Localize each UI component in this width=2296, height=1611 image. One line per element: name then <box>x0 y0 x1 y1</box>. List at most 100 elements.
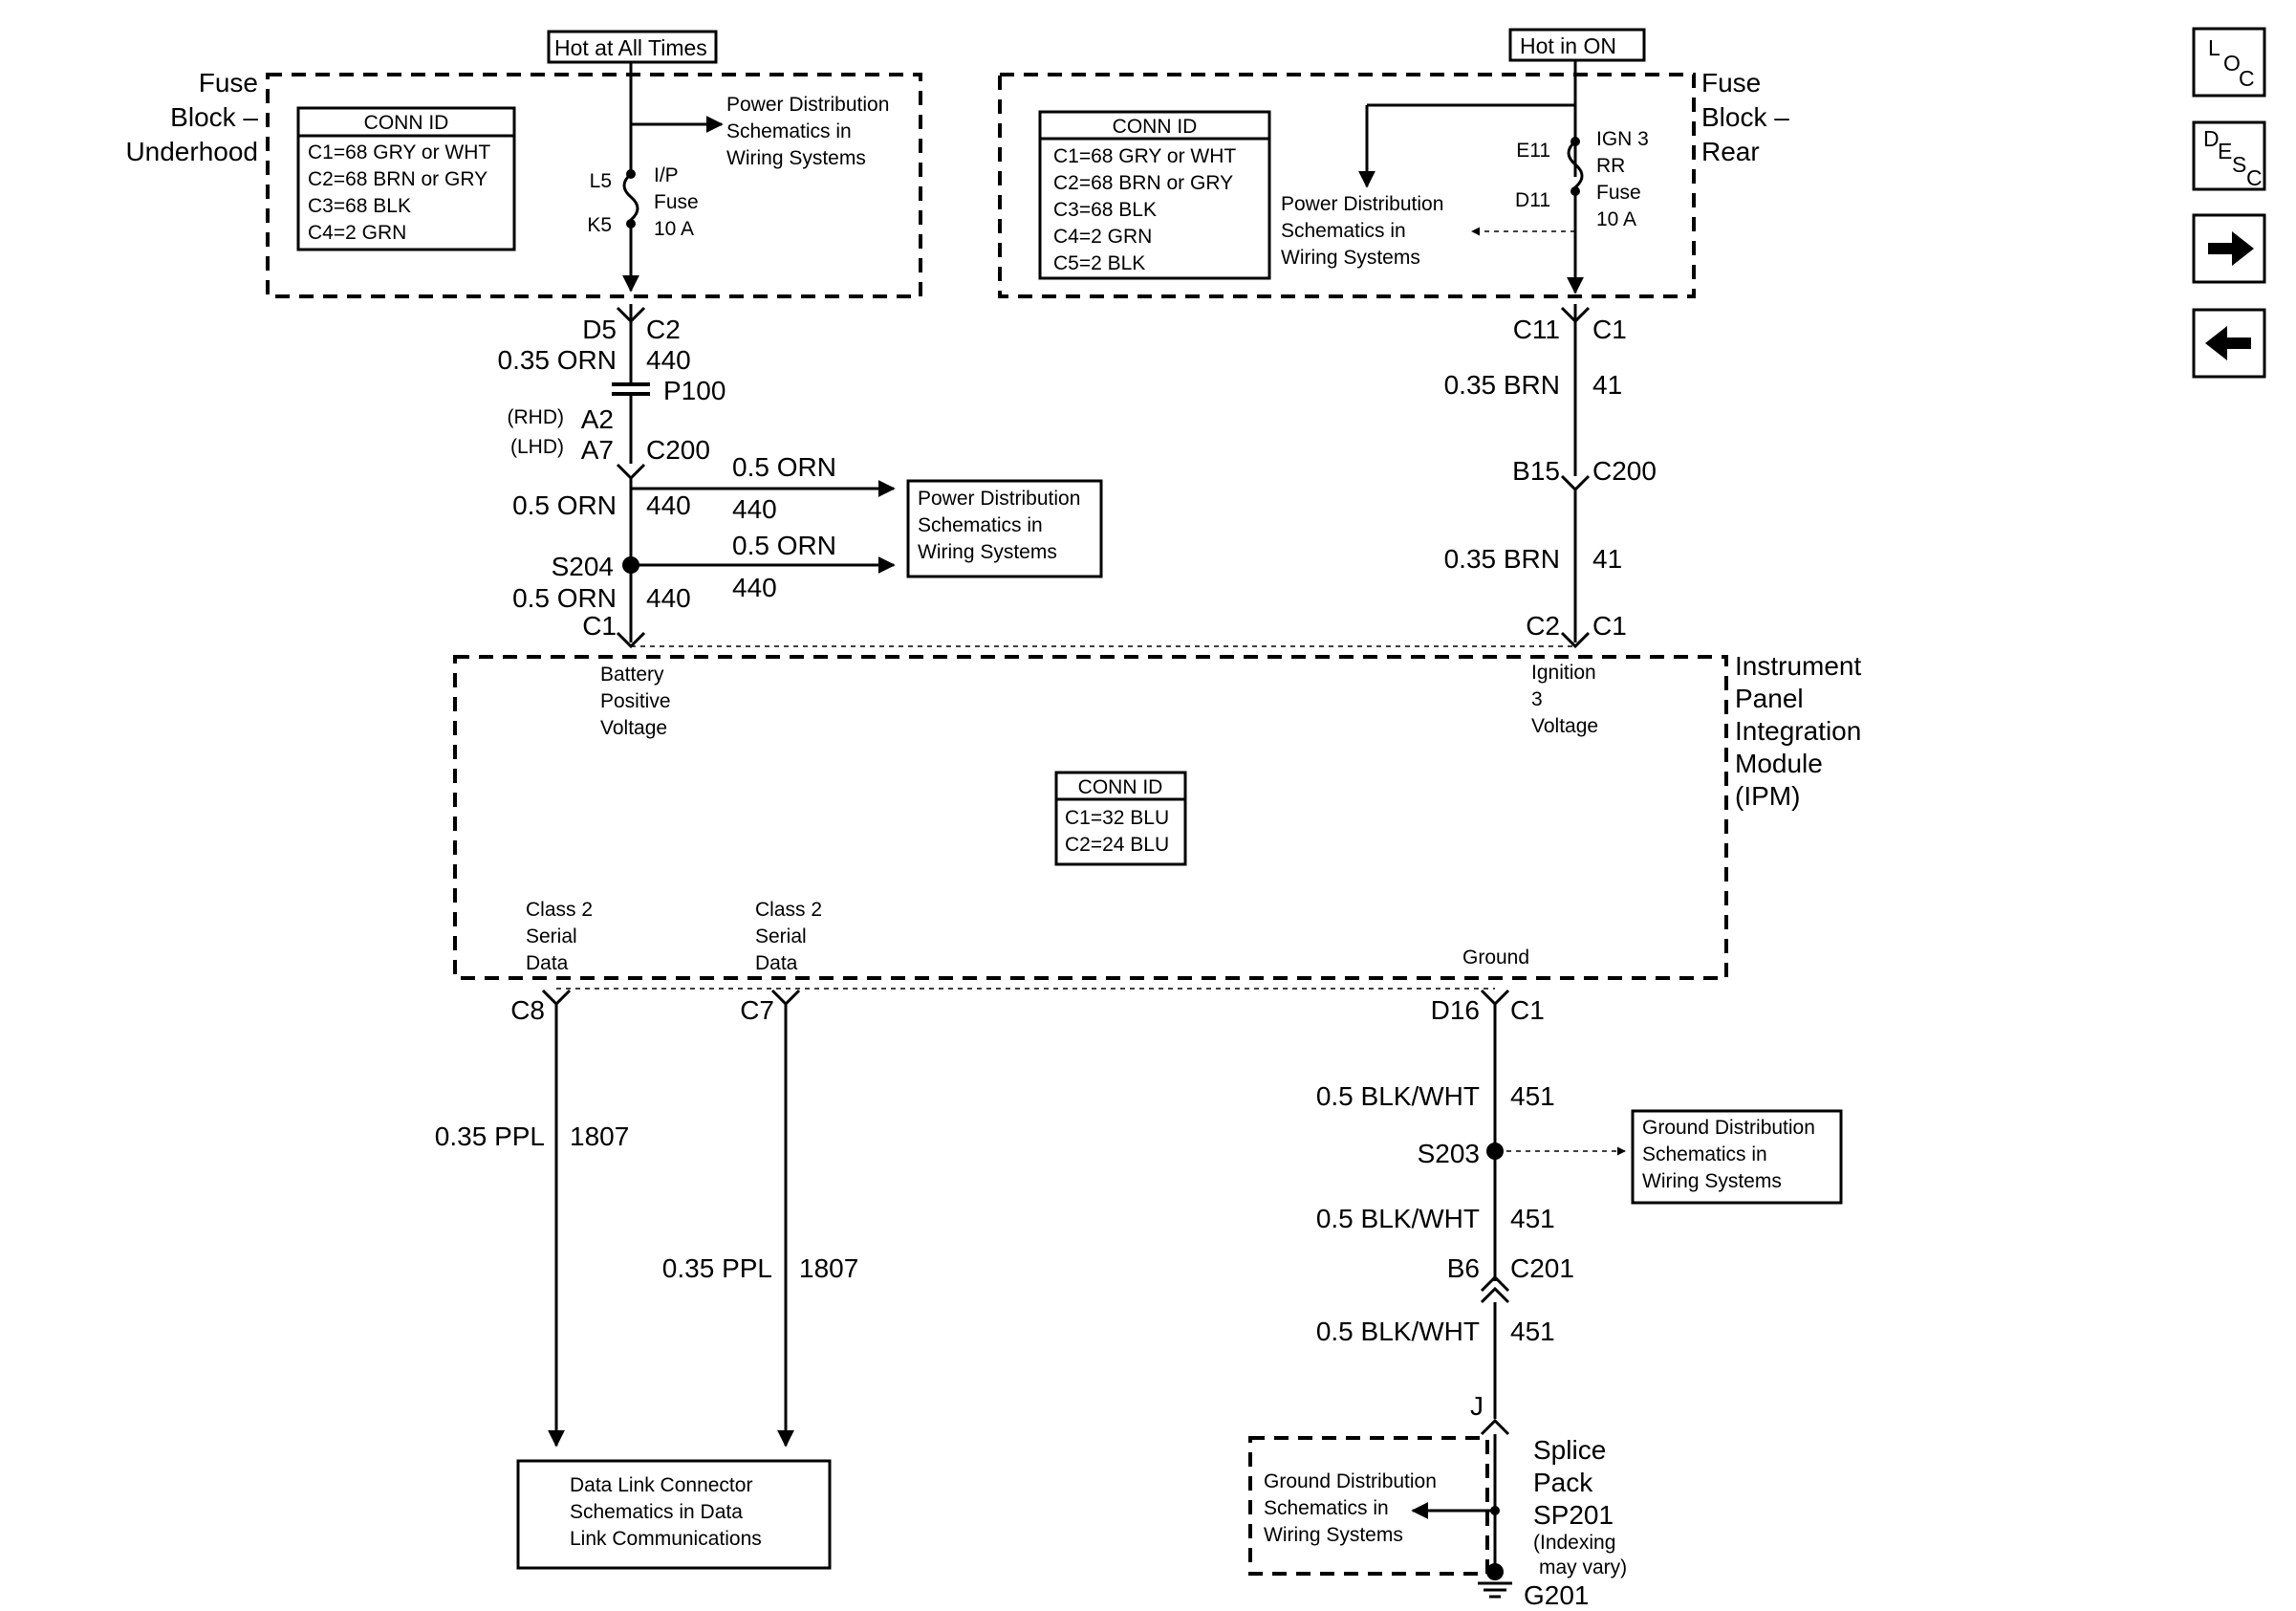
ipm-class2-label-b: Class 2 Serial Data <box>755 899 822 974</box>
svg-text:Serial: Serial <box>526 925 577 947</box>
svg-text:D: D <box>2203 126 2220 151</box>
dlc-ref-box: Data Link Connector Schematics in Data L… <box>516 1459 832 1570</box>
fuse-block-underhood-outline <box>266 73 922 298</box>
svg-text:440: 440 <box>732 494 777 524</box>
svg-text:Wiring Systems: Wiring Systems <box>918 541 1057 563</box>
splice-pack-labels: Splice Pack SP201 (Indexing may vary) <box>1533 1435 1627 1578</box>
svg-text:S: S <box>2232 152 2246 177</box>
svg-text:0.5 ORN: 0.5 ORN <box>732 531 836 560</box>
svg-text:CONN ID: CONN ID <box>1078 776 1163 798</box>
svg-text:Pack: Pack <box>1533 1468 1593 1497</box>
svg-text:Power Distribution: Power Distribution <box>1281 193 1443 215</box>
svg-text:Serial: Serial <box>755 925 807 947</box>
fuse-block-underhood-title: Fuse Block – Underhood <box>125 68 258 166</box>
svg-text:Block –: Block – <box>1701 102 1789 132</box>
svg-text:C2=68 BRN or GRY: C2=68 BRN or GRY <box>1053 172 1233 194</box>
desc-button[interactable]: D E S C <box>2192 120 2266 191</box>
svg-text:C2: C2 <box>1526 611 1560 641</box>
svg-text:Power Distribution: Power Distribution <box>918 488 1080 510</box>
svg-text:C4=2 GRN: C4=2 GRN <box>1053 226 1152 248</box>
svg-text:0.5 ORN: 0.5 ORN <box>732 452 836 482</box>
svg-text:Voltage: Voltage <box>1531 715 1598 737</box>
svg-text:IGN 3: IGN 3 <box>1596 128 1649 150</box>
svg-text:0.35 BRN: 0.35 BRN <box>1444 544 1560 574</box>
svg-text:Class 2: Class 2 <box>755 899 822 921</box>
svg-text:E: E <box>2218 139 2232 163</box>
svg-text:D11: D11 <box>1515 189 1550 211</box>
svg-text:SP201: SP201 <box>1533 1500 1614 1530</box>
svg-text:C1=68 GRY or WHT: C1=68 GRY or WHT <box>308 142 490 163</box>
svg-text:D5: D5 <box>582 315 617 344</box>
svg-text:0.35 ORN: 0.35 ORN <box>498 345 617 375</box>
svg-text:B6: B6 <box>1447 1253 1480 1283</box>
fuse-rear-conn-id-table: CONN ID C1=68 GRY or WHT C2=68 BRN or GR… <box>1038 110 1271 280</box>
ipm-ground-label: Ground <box>1462 947 1529 969</box>
svg-text:I/P: I/P <box>654 164 679 186</box>
svg-text:C2: C2 <box>646 315 681 344</box>
svg-text:(IPM): (IPM) <box>1735 781 1800 811</box>
rear-pd-ref: Power Distribution Schematics in Wiring … <box>1281 193 1443 269</box>
ipm-class2-label-a: Class 2 Serial Data <box>526 899 593 974</box>
next-page-button[interactable] <box>2192 213 2266 284</box>
fuse-block-rear-title: Fuse Block – Rear <box>1701 68 1789 166</box>
svg-text:P100: P100 <box>663 376 726 405</box>
svg-text:C1: C1 <box>1510 995 1545 1025</box>
ipm-outline <box>453 655 1728 980</box>
svg-text:Module: Module <box>1735 749 1823 778</box>
svg-text:C2=24 BLU: C2=24 BLU <box>1065 834 1169 856</box>
svg-text:Link Communications: Link Communications <box>570 1528 762 1550</box>
svg-text:0.35 PPL: 0.35 PPL <box>435 1121 545 1151</box>
svg-text:Rear: Rear <box>1701 137 1760 166</box>
svg-text:C3=68 BLK: C3=68 BLK <box>308 195 411 217</box>
data-circuit-labels: C8 C7 0.35 PPL 1807 0.35 PPL 1807 <box>435 995 859 1283</box>
svg-text:Positive: Positive <box>600 690 671 712</box>
svg-text:C201: C201 <box>1510 1253 1574 1283</box>
svg-text:C1: C1 <box>1592 611 1627 641</box>
svg-text:0.5 BLK/WHT: 0.5 BLK/WHT <box>1316 1204 1480 1233</box>
s203-splice-dot <box>1486 1143 1504 1160</box>
svg-text:Ignition: Ignition <box>1531 662 1596 684</box>
svg-text:10 A: 10 A <box>1596 208 1636 230</box>
svg-text:Wiring Systems: Wiring Systems <box>1642 1170 1782 1192</box>
svg-text:C3=68 BLK: C3=68 BLK <box>1053 199 1157 221</box>
svg-text:Underhood: Underhood <box>125 137 258 166</box>
svg-text:(RHD): (RHD) <box>508 406 564 428</box>
svg-text:451: 451 <box>1510 1204 1555 1233</box>
svg-text:0.5 ORN: 0.5 ORN <box>512 583 617 613</box>
svg-text:may vary): may vary) <box>1539 1557 1627 1578</box>
svg-text:Splice: Splice <box>1533 1435 1606 1465</box>
g201-label: G201 <box>1524 1580 1590 1610</box>
svg-text:J: J <box>1470 1391 1484 1421</box>
svg-text:Panel: Panel <box>1735 684 1804 713</box>
svg-text:Schematics in: Schematics in <box>1264 1497 1389 1519</box>
svg-text:C5=2 BLK: C5=2 BLK <box>1053 252 1145 274</box>
svg-text:O: O <box>2223 51 2241 76</box>
svg-text:Data: Data <box>755 952 798 974</box>
ipm-ignition-input-label: Ignition 3 Voltage <box>1531 662 1598 737</box>
svg-text:C1: C1 <box>582 611 617 641</box>
svg-text:C8: C8 <box>510 995 545 1025</box>
arrow-left-icon <box>2205 326 2251 360</box>
svg-text:451: 451 <box>1510 1317 1555 1346</box>
underhood-pd-ref: Power Distribution Schematics in Wiring … <box>726 94 889 169</box>
svg-text:C1=68 GRY or WHT: C1=68 GRY or WHT <box>1053 145 1236 167</box>
svg-text:Data Link Connector: Data Link Connector <box>570 1474 752 1496</box>
svg-text:C1: C1 <box>1592 315 1627 344</box>
svg-text:A7: A7 <box>581 435 614 465</box>
svg-text:D16: D16 <box>1431 995 1480 1025</box>
svg-text:CONN ID: CONN ID <box>1113 116 1198 138</box>
svg-text:C200: C200 <box>1592 456 1657 486</box>
svg-text:41: 41 <box>1592 370 1622 400</box>
fuse-block-rear-outline <box>998 73 1696 298</box>
svg-text:C: C <box>2246 165 2263 190</box>
svg-text:Fuse: Fuse <box>1701 68 1761 98</box>
svg-text:C2=68 BRN or GRY: C2=68 BRN or GRY <box>308 168 487 190</box>
svg-text:440: 440 <box>646 583 691 613</box>
ipm-title: Instrument Panel Integration Module (IPM… <box>1735 651 1861 811</box>
previous-page-button[interactable] <box>2192 308 2266 379</box>
loc-button[interactable]: L O C <box>2192 27 2266 98</box>
svg-text:Voltage: Voltage <box>600 717 667 739</box>
svg-text:440: 440 <box>646 490 691 520</box>
svg-text:440: 440 <box>732 573 777 602</box>
